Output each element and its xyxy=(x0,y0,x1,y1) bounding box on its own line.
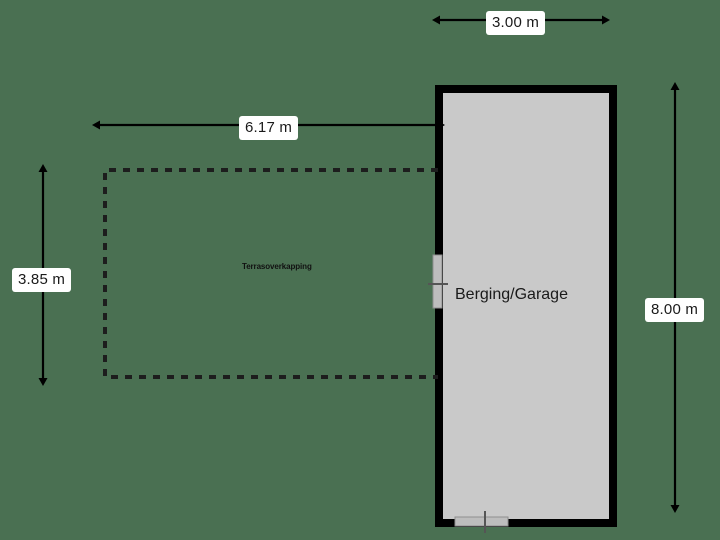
area-label-terrasoverkapping: Terrasoverkapping xyxy=(242,262,312,271)
room-label-berging-garage: Berging/Garage xyxy=(455,286,568,303)
dimension-label-terrace-width: 6.17 m xyxy=(239,116,299,140)
dimension-label-terrace-depth: 3.85 m xyxy=(12,268,72,292)
dimension-label-top-width: 3.00 m xyxy=(486,11,546,35)
dimension-label-building-depth: 8.00 m xyxy=(645,298,705,322)
building-floor xyxy=(443,93,609,519)
garage-door-icon xyxy=(454,511,509,533)
side-door-icon xyxy=(428,254,448,309)
terrace-outline xyxy=(103,168,438,379)
